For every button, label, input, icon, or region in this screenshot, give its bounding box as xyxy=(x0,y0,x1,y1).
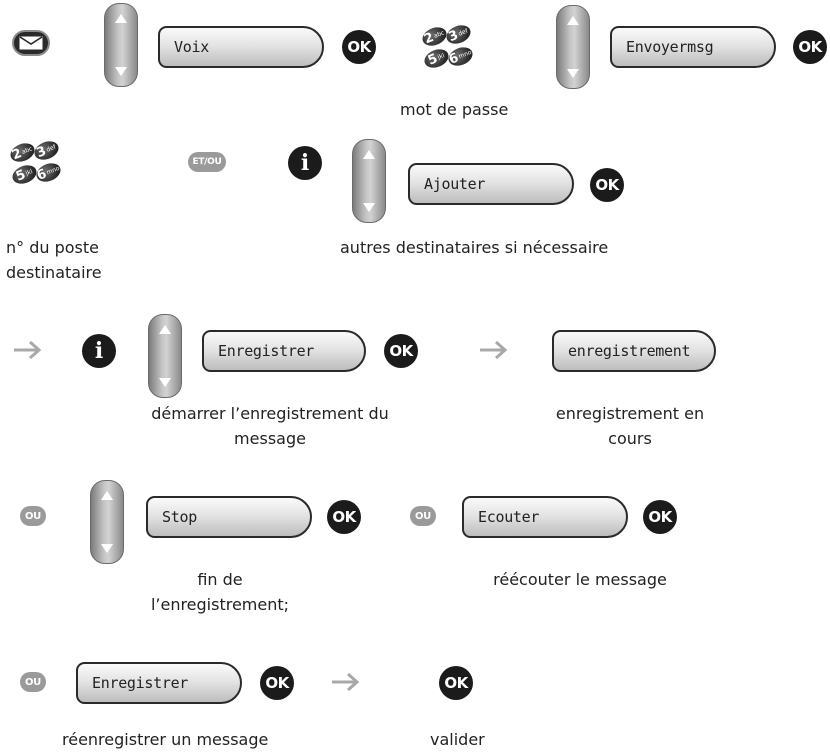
caption-listen-message: réécouter le message xyxy=(493,570,667,589)
caption-end-recording-line2: l’enregistrement; xyxy=(150,595,290,614)
ok-button[interactable]: OK xyxy=(793,30,827,64)
arrow-right-icon xyxy=(332,672,360,692)
navigator-up-icon[interactable] xyxy=(115,14,127,23)
display-field-label: Envoyermsg xyxy=(626,38,714,56)
display-field-label: Ajouter xyxy=(424,175,486,193)
display-field-label: Enregistrer xyxy=(218,342,315,360)
caption-start-recording-line1: démarrer l’enregistrement du xyxy=(151,404,389,423)
caption-password: mot de passe xyxy=(400,100,509,119)
ok-button[interactable]: OK xyxy=(342,30,376,64)
envelope-icon xyxy=(19,36,43,50)
navigator-down-icon[interactable] xyxy=(159,378,171,387)
or-badge: OU xyxy=(20,672,46,692)
navigator-updown[interactable] xyxy=(90,480,124,564)
display-field-enregistrement: enregistrement xyxy=(552,330,716,372)
message-envelope-button[interactable] xyxy=(12,30,50,56)
display-field-label: enregistrement xyxy=(568,342,691,360)
ok-button[interactable]: OK xyxy=(384,334,418,368)
display-field-reenregistrer[interactable]: Enregistrer xyxy=(76,662,242,704)
display-field-label: Ecouter xyxy=(478,508,540,526)
navigator-up-icon[interactable] xyxy=(567,16,579,25)
arrow-right-icon xyxy=(480,340,508,360)
arrow-right-icon xyxy=(14,340,42,360)
info-key-button[interactable]: i xyxy=(82,334,116,368)
display-field-label: Enregistrer xyxy=(92,674,189,692)
or-badge: OU xyxy=(410,506,436,526)
info-key-button[interactable]: i xyxy=(288,146,322,180)
navigator-updown[interactable] xyxy=(556,5,590,89)
display-field-ecouter[interactable]: Ecouter xyxy=(462,496,628,538)
navigator-down-icon[interactable] xyxy=(101,544,113,553)
navigator-down-icon[interactable] xyxy=(115,67,127,76)
navigator-updown[interactable] xyxy=(104,3,138,87)
caption-rerecord-message: réenregistrer un message xyxy=(62,730,269,749)
and-or-badge: ET/OU xyxy=(188,152,226,172)
caption-start-recording-line2: message xyxy=(234,429,306,448)
display-field-ajouter[interactable]: Ajouter xyxy=(408,163,574,205)
display-field-label: Voix xyxy=(174,38,209,56)
caption-other-recipients: autres destinataires si nécessaire xyxy=(340,238,609,257)
or-badge: OU xyxy=(20,506,46,526)
ok-button[interactable]: OK xyxy=(327,500,361,534)
display-field-voix[interactable]: Voix xyxy=(158,26,324,68)
display-field-label: Stop xyxy=(162,508,197,526)
caption-recipient-line2: destinataire xyxy=(6,263,102,282)
ok-button[interactable]: OK xyxy=(590,168,624,202)
caption-validate: valider xyxy=(430,730,485,749)
caption-recording-progress-line2: cours xyxy=(608,429,652,448)
caption-recording-progress-line1: enregistrement en xyxy=(555,404,705,423)
caption-recipient-line1: n° du poste xyxy=(6,238,100,257)
navigator-down-icon[interactable] xyxy=(567,69,579,78)
ok-button[interactable]: OK xyxy=(260,666,294,700)
navigator-updown[interactable] xyxy=(148,314,182,398)
navigator-updown[interactable] xyxy=(352,139,386,223)
navigator-down-icon[interactable] xyxy=(363,203,375,212)
display-field-envoyermsg[interactable]: Envoyermsg xyxy=(610,26,776,68)
ok-button[interactable]: OK xyxy=(643,500,677,534)
navigator-up-icon[interactable] xyxy=(101,491,113,500)
caption-end-recording-line1: fin de xyxy=(197,570,243,589)
navigator-up-icon[interactable] xyxy=(159,325,171,334)
display-field-enregistrer[interactable]: Enregistrer xyxy=(202,330,366,372)
ok-button[interactable]: OK xyxy=(439,666,473,700)
display-field-stop[interactable]: Stop xyxy=(146,496,312,538)
navigator-up-icon[interactable] xyxy=(363,150,375,159)
